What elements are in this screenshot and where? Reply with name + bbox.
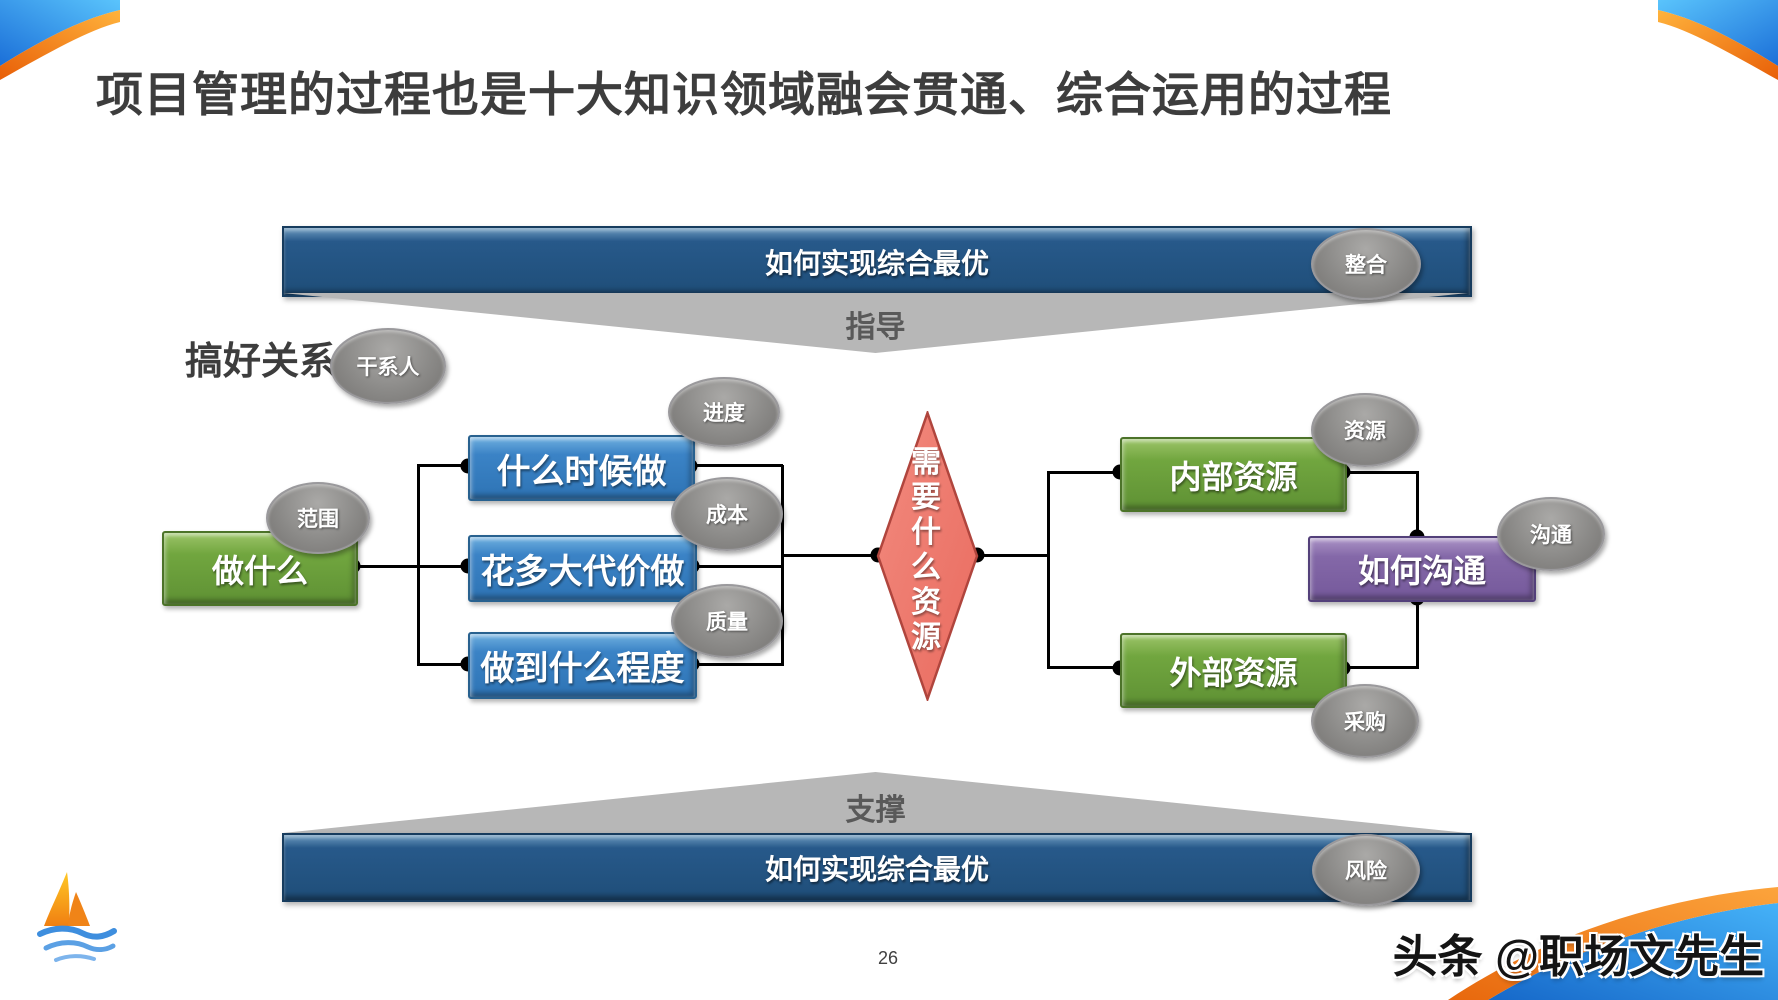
quality-box: 做到什么程度	[468, 632, 697, 699]
external-resource-box: 外部资源	[1120, 633, 1347, 708]
communication-box: 如何沟通	[1308, 536, 1536, 602]
page-number: 26	[877, 948, 899, 968]
risk-badge: 风险	[1312, 834, 1420, 906]
connector-line	[690, 464, 783, 467]
connector-line	[692, 565, 783, 568]
connector-line	[1343, 666, 1419, 669]
connector-line	[977, 554, 1049, 557]
integration-badge: 整合	[1311, 228, 1421, 300]
corner-decoration-top-right	[1658, 0, 1778, 80]
communication-badge: 沟通	[1497, 497, 1605, 571]
connector-line	[1047, 471, 1120, 474]
connector-line	[417, 464, 468, 467]
connector-line	[781, 554, 878, 557]
corner-decoration-bottom-right	[1448, 887, 1778, 1000]
cost-box: 花多大代价做	[468, 535, 697, 602]
top-bar-label: 如何实现综合最优	[764, 247, 989, 279]
connector-line	[417, 465, 420, 666]
connector-line	[1047, 666, 1120, 669]
connector-line	[1343, 471, 1419, 474]
bottom-funnel-label: 支撑	[845, 794, 906, 827]
connector-line	[1416, 598, 1419, 668]
top-bar: 如何实现综合最优	[282, 226, 1472, 297]
bottom-bar: 如何实现综合最优	[282, 833, 1472, 902]
watermark: 头条 @职场文先生	[1392, 931, 1764, 982]
procurement-badge: 采购	[1311, 684, 1419, 758]
connector-line	[692, 663, 783, 666]
top-funnel-label: 指导	[845, 311, 906, 344]
scope-badge: 范围	[266, 482, 370, 554]
connector-line	[1416, 471, 1419, 537]
sailboat-logo	[37, 872, 117, 962]
resource-badge: 资源	[1311, 393, 1419, 467]
schedule-box: 什么时候做	[468, 435, 695, 501]
connector-line	[1047, 471, 1050, 669]
corner-decoration-top-left	[0, 0, 120, 80]
resource-diamond	[876, 411, 979, 701]
internal-resource-box: 内部资源	[1120, 437, 1347, 512]
quality-badge: 质量	[671, 584, 783, 658]
bottom-bar-label: 如何实现综合最优	[764, 853, 989, 885]
connector-line	[417, 663, 468, 666]
connector-line	[353, 565, 468, 568]
slide-title: 项目管理的过程也是十大知识领域融会贯通、综合运用的过程	[96, 68, 1392, 121]
connector-line	[781, 465, 784, 666]
resource-diamond-label: 需要什么资源	[911, 446, 941, 654]
cost-badge: 成本	[671, 477, 783, 551]
relationship-label: 搞好关系	[185, 341, 338, 383]
schedule-badge: 进度	[668, 377, 780, 447]
stakeholder-badge: 干系人	[330, 328, 446, 404]
